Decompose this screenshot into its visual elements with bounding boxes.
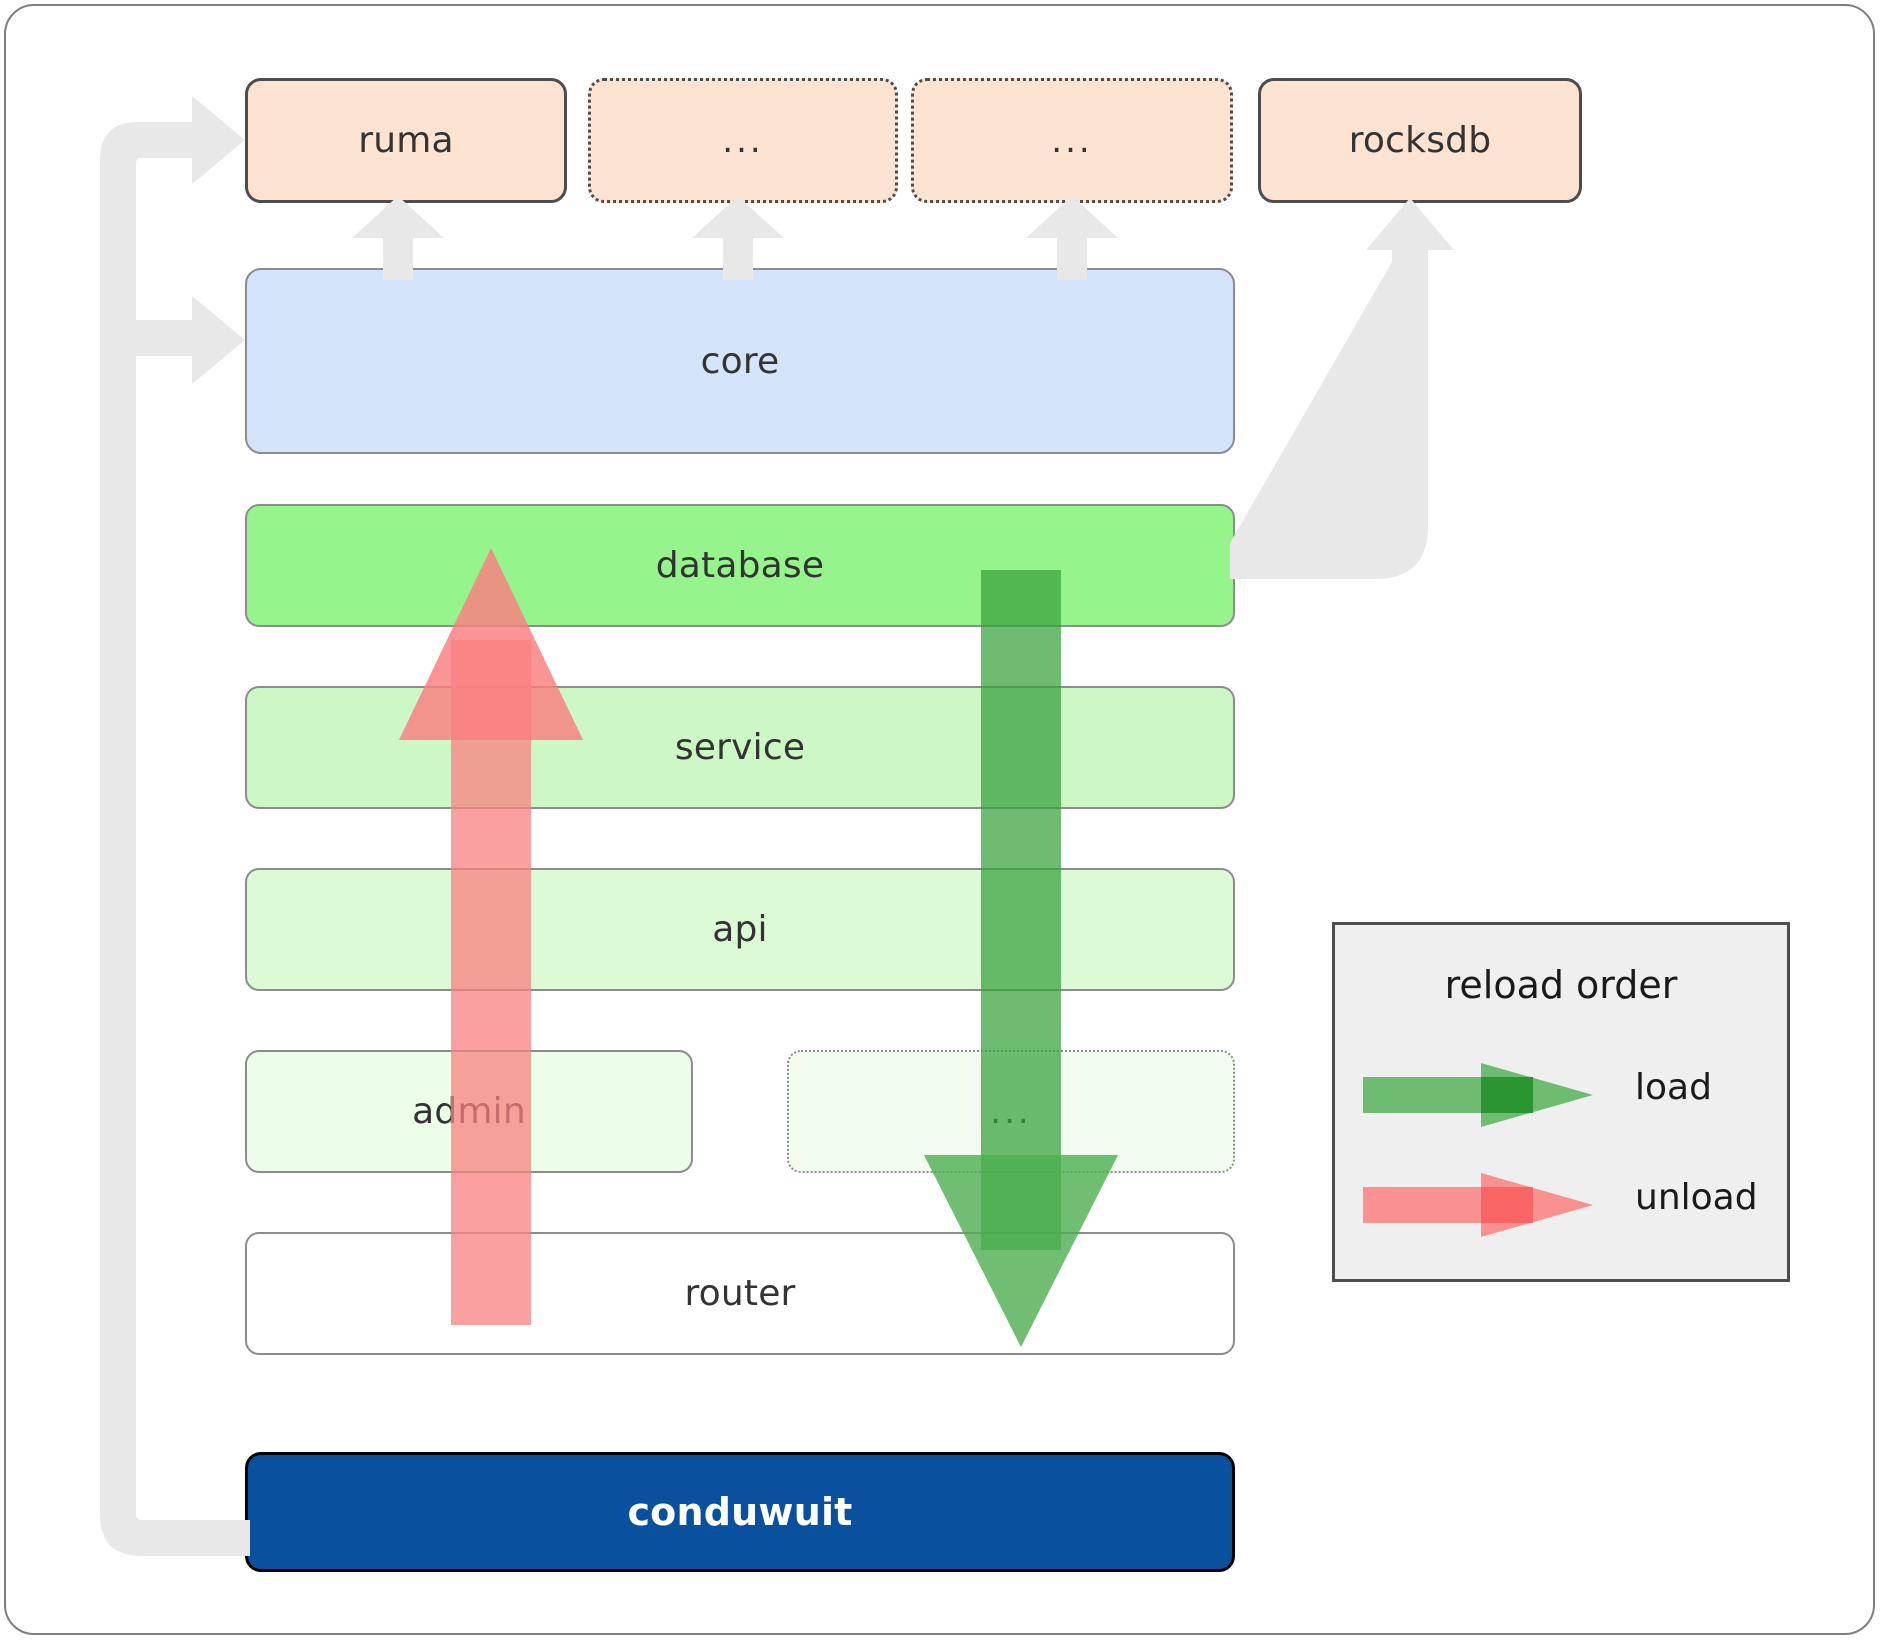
load-legend-icon	[1363, 1063, 1593, 1127]
dependency-label-placeholder-2: ...	[1051, 120, 1093, 161]
layer-label-database: database	[655, 545, 825, 586]
layer-box-admin[interactable]: admin	[245, 1050, 693, 1173]
dependency-box-placeholder-2[interactable]: ...	[911, 78, 1233, 203]
layer-label-api: api	[712, 909, 768, 950]
legend-title: reload order	[1444, 963, 1678, 1007]
app-box-conduwuit[interactable]: conduwuit	[245, 1452, 1235, 1572]
dependency-box-rocksdb[interactable]: rocksdb	[1258, 78, 1582, 203]
layer-label-admin: admin	[412, 1091, 526, 1132]
dependency-label-placeholder-1: ...	[722, 120, 764, 161]
dependency-label-ruma: ruma	[358, 120, 454, 161]
dependency-box-ruma[interactable]: ruma	[245, 78, 567, 203]
legend-row-load: load	[1335, 1055, 1787, 1135]
diagram-frame	[4, 4, 1875, 1635]
layer-box-placeholder[interactable]: ...	[787, 1050, 1235, 1173]
layer-box-core[interactable]: core	[245, 268, 1235, 454]
unload-legend-icon	[1363, 1173, 1593, 1237]
legend-row-unload: unload	[1335, 1165, 1787, 1245]
layer-box-service[interactable]: service	[245, 686, 1235, 809]
legend-label-unload: unload	[1635, 1177, 1758, 1218]
layer-label-router: router	[684, 1273, 796, 1314]
dependency-box-placeholder-1[interactable]: ...	[588, 78, 898, 203]
app-label-conduwuit: conduwuit	[627, 1490, 853, 1534]
legend-panel: reload order load unload	[1332, 922, 1790, 1282]
dependency-label-rocksdb: rocksdb	[1348, 120, 1492, 161]
layer-box-api[interactable]: api	[245, 868, 1235, 991]
layer-label-placeholder: ...	[990, 1091, 1032, 1132]
layer-box-database[interactable]: database	[245, 504, 1235, 627]
legend-label-load: load	[1635, 1067, 1712, 1108]
layer-label-service: service	[674, 727, 806, 768]
layer-box-router[interactable]: router	[245, 1232, 1235, 1355]
layer-label-core: core	[700, 340, 780, 382]
